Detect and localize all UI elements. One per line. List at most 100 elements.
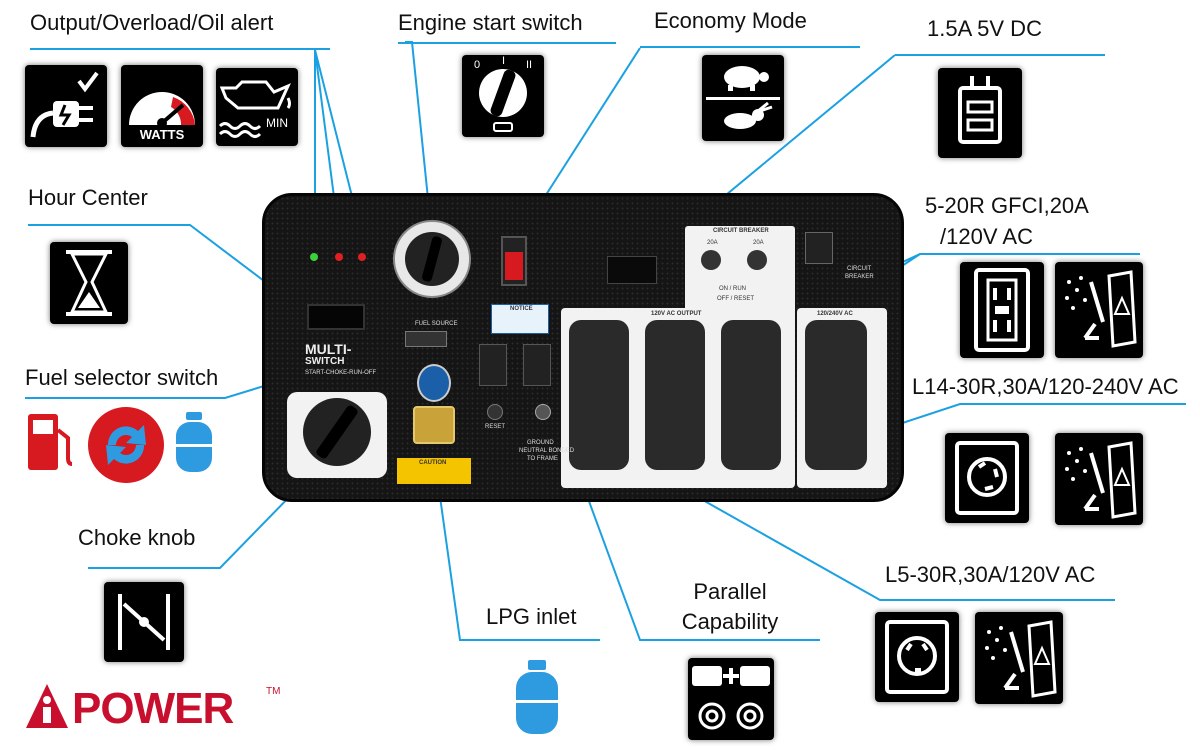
watts-text: WATTS (139, 127, 185, 142)
choke-knob[interactable] (287, 392, 387, 478)
circuit-breaker-label: CIRCUIT BREAKER (713, 228, 769, 234)
fuel-switch-cycle-icon (86, 405, 166, 485)
parallel-port-a[interactable] (479, 344, 507, 386)
fuel-selector-switch[interactable] (405, 331, 447, 347)
caution-label: CAUTION (419, 460, 447, 466)
label-l5: L5-30R,30A/120V AC (885, 562, 1096, 587)
underline-output-alert (30, 48, 330, 50)
gfci-outlet-icon (960, 262, 1044, 358)
switch-off-text: 0 (474, 59, 481, 71)
label-fuel-selector: Fuel selector switch (25, 365, 219, 390)
brand-trademark: TM (266, 686, 281, 697)
breaker-b-label: 20A (753, 240, 764, 246)
label-hour-center: Hour Center (28, 185, 148, 210)
hourglass-icon (50, 242, 128, 324)
control-panel: CIRCUIT BREAKER 20A 20A ON / RUN OFF / R… (262, 193, 904, 502)
output-indicator-light (310, 253, 318, 261)
reset-label: RESET (485, 424, 506, 430)
choke-knob-icon (104, 582, 184, 662)
weather-cover-icon (975, 612, 1063, 704)
main-breaker-switch[interactable] (805, 232, 833, 264)
underline-economy-mode (640, 46, 860, 48)
usb-outlet-icon (938, 68, 1022, 158)
lpg-tank-icon (512, 658, 562, 738)
label-usb: 1.5A 5V DC (927, 16, 1042, 41)
l14-outlet-icon (945, 433, 1029, 523)
l14-outlet-cover[interactable] (805, 320, 867, 470)
underline-lpg (460, 639, 600, 641)
overload-indicator-light (335, 253, 343, 261)
multi-switch-logo-a: MULTI- (305, 341, 352, 357)
underline-engine-start (398, 42, 616, 44)
label-lpg: LPG inlet (486, 604, 577, 629)
notice-label: NOTICE (510, 306, 533, 312)
underline-hour-center (28, 224, 190, 226)
lpg-inlet-fitting[interactable] (413, 406, 455, 444)
min-text: MIN (266, 116, 288, 130)
parallel-capability-icon (688, 658, 774, 740)
multi-switch-logo-b: SWITCH (305, 356, 345, 367)
on-run-label: ON / RUN (719, 286, 746, 292)
label-economy-mode: Economy Mode (654, 8, 807, 33)
label-l14: L14-30R,30A/120-240V AC (912, 374, 1179, 399)
ac-output-label: 120V AC OUTPUT (651, 311, 702, 317)
caution-sticker: CAUTION (397, 458, 471, 484)
underline-choke (88, 567, 220, 569)
neutral-bonded-label: NEUTRAL BONDED (519, 448, 575, 454)
notice-sticker: NOTICE (491, 304, 549, 334)
label-gfci-line1: 5-20R GFCI,20A (925, 193, 1089, 218)
usb-port[interactable] (607, 256, 657, 284)
underline-parallel (640, 639, 820, 641)
underline-usb (895, 54, 1105, 56)
l5-outlet-icon (875, 612, 959, 702)
circuit-breaker-2-label: CIRCUIT (847, 266, 872, 272)
label-engine-start: Engine start switch (398, 10, 583, 35)
gfci-outlet-cover[interactable] (569, 320, 629, 470)
engine-start-switch-icon: 0 I II (462, 55, 544, 137)
turtle-icon (724, 66, 760, 88)
label-output-alert: Output/Overload/Oil alert (30, 10, 274, 35)
parallel-port-b[interactable] (523, 344, 551, 386)
multi-switch-sub: START-CHOKE-RUN-OFF (305, 370, 377, 376)
ground-label: GROUND (527, 440, 554, 446)
underline-l14 (960, 403, 1186, 405)
brand-i-icon (26, 684, 68, 728)
label-choke: Choke knob (78, 525, 196, 550)
off-reset-label: OFF / RESET (717, 296, 755, 302)
output-plug-icon (25, 65, 107, 147)
to-frame-label: TO FRAME (527, 456, 558, 462)
label-parallel-line1: Parallel (693, 579, 767, 604)
fuel-source-label: FUEL SOURCE (415, 321, 458, 327)
circuit-breaker-box: CIRCUIT BREAKER 20A 20A ON / RUN OFF / R… (685, 226, 795, 316)
economy-mode-switch[interactable] (501, 236, 527, 286)
lpg-inlet-badge (417, 364, 451, 402)
reset-button[interactable] (487, 404, 503, 420)
underline-fuel-selector (25, 397, 225, 399)
weather-cover-icon (1055, 262, 1143, 358)
brand-name: POWER (72, 684, 234, 733)
oil-indicator-light (358, 253, 366, 261)
economy-mode-icon (702, 55, 784, 141)
engine-start-knob[interactable] (393, 220, 471, 298)
oil-alert-icon: MIN (216, 68, 298, 146)
propane-tank-icon (172, 410, 216, 476)
ac-240-label: 120/240V AC (817, 311, 853, 317)
overload-watts-icon: WATTS (121, 65, 203, 147)
switch-on-text: I (502, 55, 506, 67)
breaker-a-label: 20A (707, 240, 718, 246)
breaker-a-button[interactable] (701, 250, 721, 270)
circuit-breaker-2b-label: BREAKER (845, 274, 874, 280)
breaker-b-button[interactable] (747, 250, 767, 270)
label-gfci-line2: /120V AC (940, 224, 1033, 249)
gfci-outlet-cover[interactable] (645, 320, 705, 470)
label-parallel-line2: Capability (681, 609, 779, 634)
weather-cover-icon (1055, 433, 1143, 525)
underline-gfci (920, 253, 1140, 255)
underline-l5 (880, 599, 1115, 601)
switch-start-text: II (526, 59, 533, 71)
gas-pump-icon (24, 410, 80, 474)
ground-terminal[interactable] (535, 404, 551, 420)
hour-meter-display (307, 304, 365, 330)
l5-outlet-cover[interactable] (721, 320, 781, 470)
rabbit-icon (724, 113, 756, 129)
